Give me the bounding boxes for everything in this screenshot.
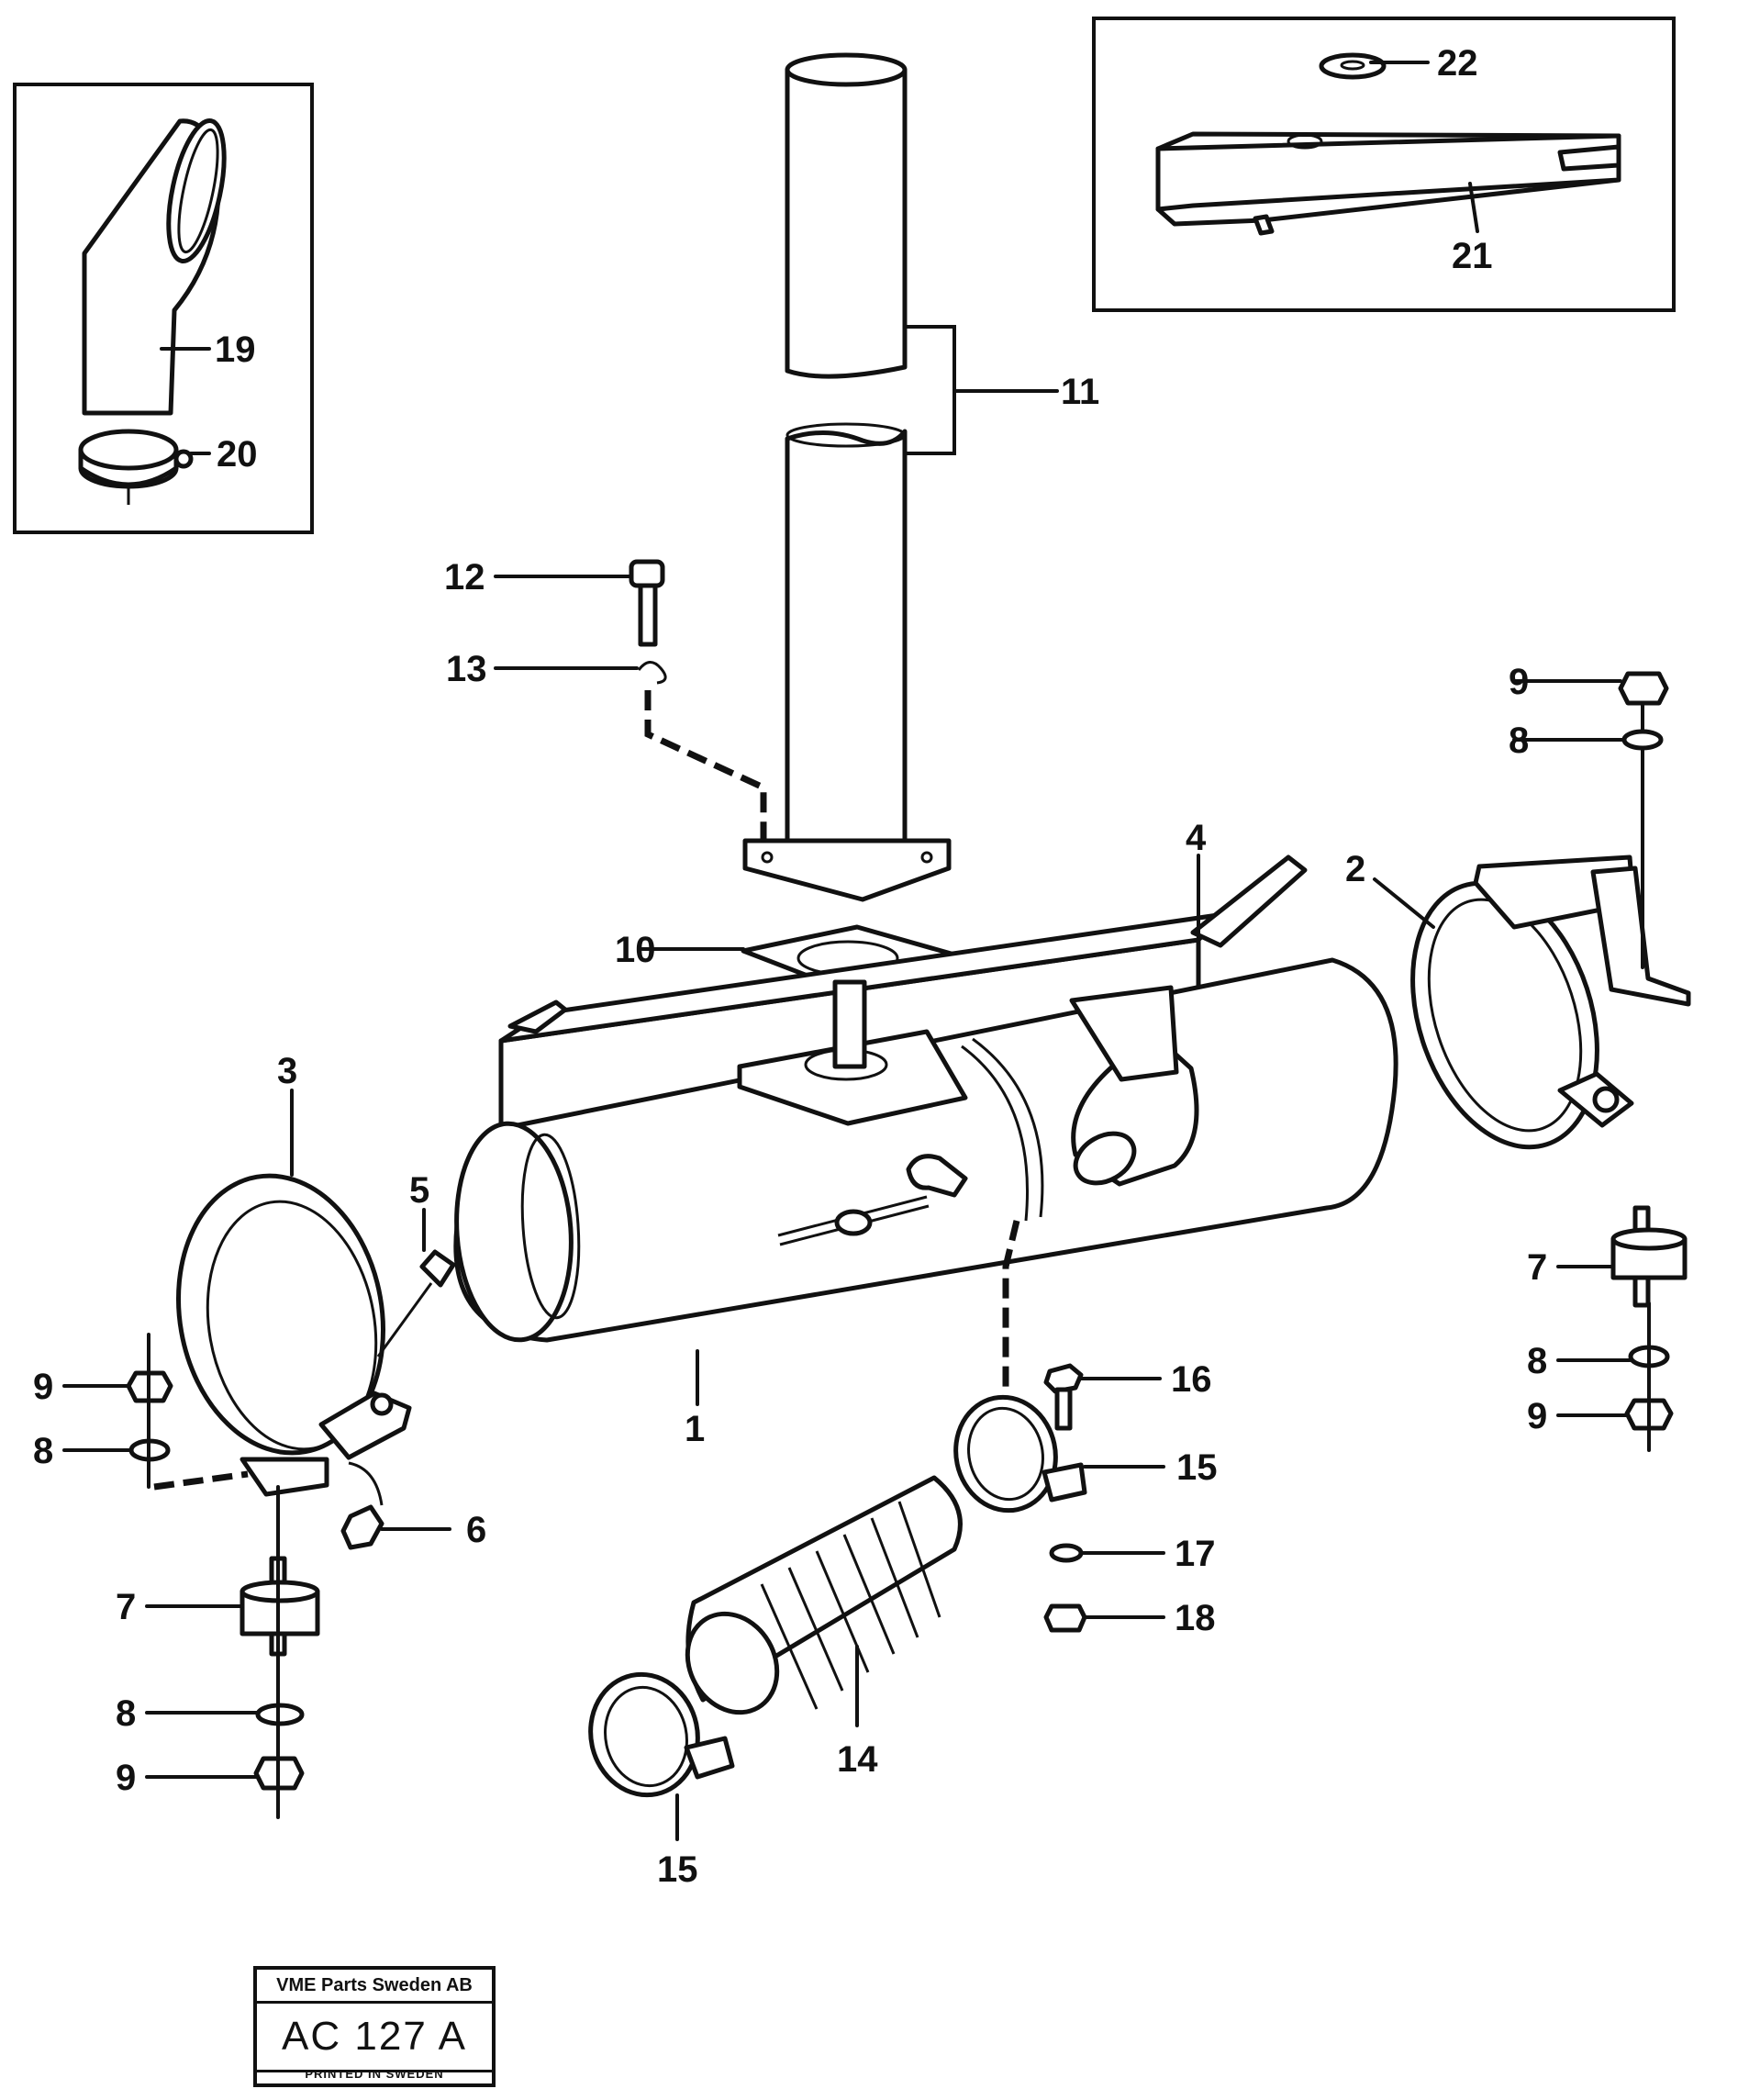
stamp-printed: PRINTED IN SWEDEN <box>305 2067 444 2081</box>
pipe-flange <box>742 838 952 902</box>
heat-shield <box>1155 131 1621 236</box>
callout-13: 13 <box>446 649 487 689</box>
callout-5: 5 <box>409 1170 429 1211</box>
callout-labels: 19 20 22 21 11 12 13 4 2 10 3 5 1 9 8 6 … <box>33 43 1547 1890</box>
callout-8-right-bottom: 8 <box>1527 1341 1547 1381</box>
leader-lines <box>62 61 1632 1841</box>
tailpipe-clamp <box>78 429 194 505</box>
nut-18 <box>1043 1603 1087 1633</box>
callout-12: 12 <box>444 557 485 598</box>
stamp-code: AC 127 A <box>257 2004 492 2072</box>
callout-19: 19 <box>215 330 256 370</box>
vertical-exhaust-pipe <box>785 52 908 856</box>
screw-5 <box>376 1249 456 1357</box>
lock-wire-13 <box>637 661 667 685</box>
callout-18: 18 <box>1175 1598 1216 1638</box>
callout-15-lower: 15 <box>657 1849 698 1890</box>
band-clamp-left <box>176 1173 412 1497</box>
callout-9-left-bottom: 9 <box>116 1758 136 1798</box>
callout-1: 1 <box>685 1409 705 1449</box>
band-clamp-right <box>1410 855 1691 1150</box>
nut-9-right-top <box>1618 671 1669 706</box>
tailpipe-elbow <box>82 118 227 416</box>
callout-8-left-top: 8 <box>33 1431 53 1471</box>
bolt-12 <box>629 559 665 647</box>
callout-17: 17 <box>1175 1534 1216 1574</box>
callout-22: 22 <box>1437 43 1478 84</box>
callout-20: 20 <box>217 434 258 475</box>
callout-7-left: 7 <box>116 1587 136 1627</box>
callout-9-right-bottom: 9 <box>1527 1396 1547 1436</box>
callout-8-left-bottom: 8 <box>116 1693 136 1734</box>
callout-15-upper: 15 <box>1176 1447 1218 1488</box>
bolt-16 <box>1043 1363 1084 1431</box>
callout-3: 3 <box>277 1051 297 1091</box>
callout-8-right-top: 8 <box>1509 720 1529 761</box>
callout-9-left-top: 9 <box>33 1367 53 1407</box>
callout-6: 6 <box>466 1510 486 1550</box>
stamp-company: VME Parts Sweden AB <box>257 1970 492 2004</box>
washer-22 <box>1319 52 1387 80</box>
callout-2: 2 <box>1345 849 1365 889</box>
callout-16: 16 <box>1171 1359 1212 1400</box>
pipe-clamp-15-upper <box>953 1394 1087 1514</box>
callout-4: 4 <box>1186 818 1207 858</box>
washer-17 <box>1049 1543 1084 1563</box>
callout-10: 10 <box>615 930 656 970</box>
callout-7-right: 7 <box>1527 1247 1547 1288</box>
drawing-stamp: VME Parts Sweden AB AC 127 A PRINTED IN … <box>253 1966 496 2087</box>
pipe-clamp-15-lower <box>588 1671 735 1798</box>
callout-9-right-top: 9 <box>1509 662 1529 702</box>
nut-6 <box>340 1504 384 1550</box>
washer-8-right-top <box>1621 729 1664 751</box>
muffler-body <box>453 957 1398 1343</box>
flexible-hose <box>685 1475 963 1715</box>
rubber-mount-7-right <box>1610 1205 1688 1308</box>
inset-frame-left <box>13 83 314 534</box>
callout-14: 14 <box>837 1739 878 1780</box>
callout-11: 11 <box>1061 372 1099 412</box>
inset-frame-right <box>1092 17 1676 312</box>
callout-21: 21 <box>1452 236 1493 276</box>
